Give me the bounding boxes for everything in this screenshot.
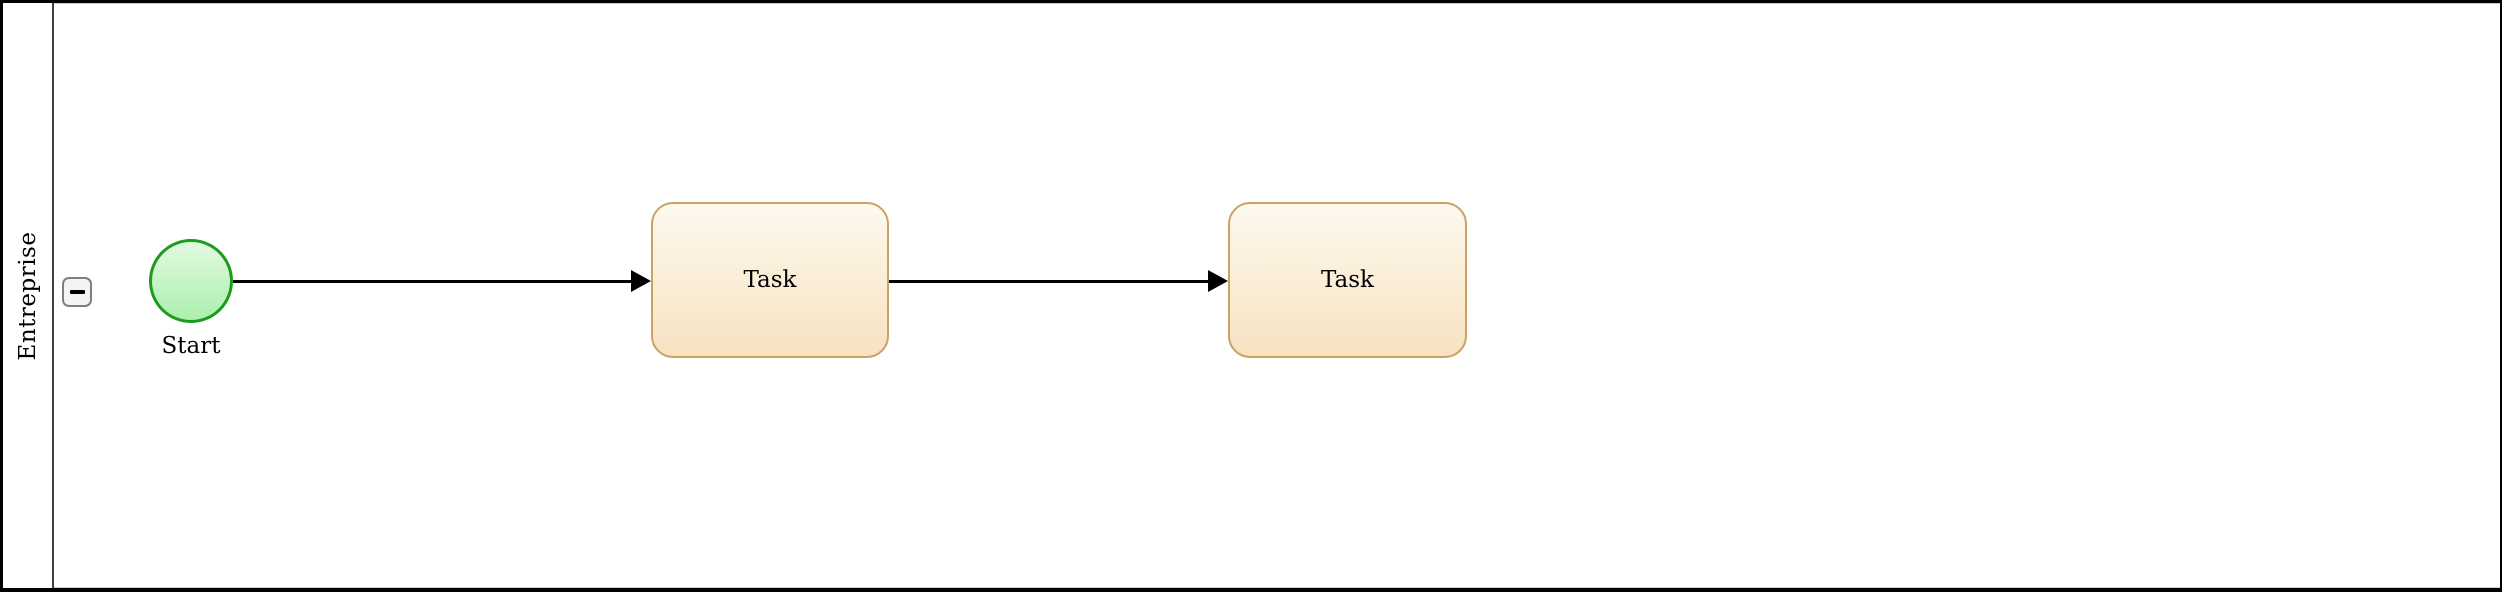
- task-label: Task: [743, 267, 797, 293]
- task-node-1[interactable]: Task: [651, 202, 889, 358]
- start-event-label: Start: [161, 333, 221, 359]
- lane-label: Entreprise: [14, 231, 41, 360]
- sequence-flow-1[interactable]: [233, 270, 651, 292]
- arrowhead-icon: [631, 270, 651, 292]
- task-node-2[interactable]: Task: [1228, 202, 1467, 358]
- lane-collapse-button[interactable]: [62, 277, 92, 307]
- sequence-flow-2[interactable]: [889, 270, 1228, 292]
- minus-icon: [69, 290, 85, 294]
- flow-line: [233, 279, 635, 283]
- flow-line: [889, 279, 1212, 283]
- task-label: Task: [1320, 267, 1374, 293]
- lane-title-band: Entreprise: [3, 3, 54, 588]
- arrowhead-icon: [1208, 270, 1228, 292]
- start-event-node[interactable]: [149, 239, 233, 323]
